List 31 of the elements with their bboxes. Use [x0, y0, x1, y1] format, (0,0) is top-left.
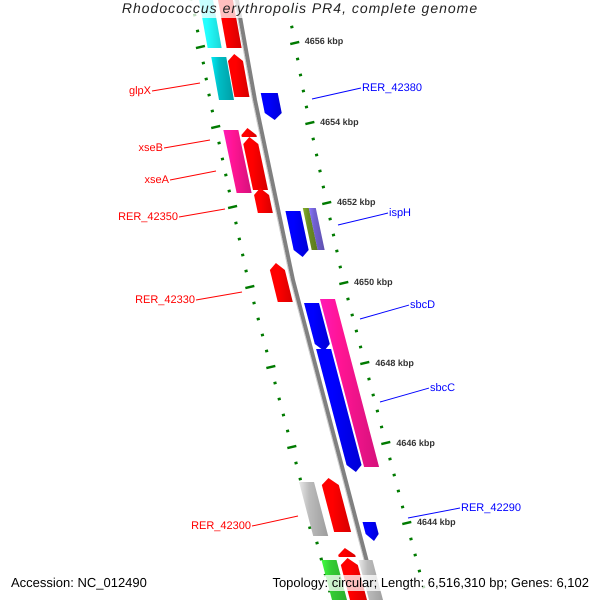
- gene-label: xseA: [144, 174, 169, 186]
- gene-label: RER_42290: [461, 502, 521, 514]
- gene-label: RER_42380: [362, 82, 422, 94]
- scale-label: 4644 kbp: [417, 518, 456, 528]
- leader-line: [196, 292, 242, 301]
- gene-label: glpX: [128, 85, 151, 98]
- gene-label: RER_42300: [191, 520, 251, 532]
- scale-label: 4654 kbp: [320, 118, 359, 128]
- leader-line: [312, 88, 362, 100]
- accession-note: Accession: NC_012490: [9, 575, 149, 592]
- gene-label: RER_42330: [135, 294, 195, 306]
- leader-line: [170, 170, 216, 181]
- leader-line: [178, 208, 226, 218]
- scale-label: 4652 kbp: [336, 198, 376, 208]
- scale-label: 4650 kbp: [354, 278, 393, 288]
- gene-label: xseB: [138, 142, 163, 154]
- scale-label: 4656 kbp: [304, 37, 344, 47]
- gene-label: ispH: [389, 207, 412, 220]
- leader-line: [338, 212, 388, 226]
- scale-label: 4648 kbp: [375, 359, 414, 369]
- genome-summary: Topology: circular; Length: 6,516,310 bp; Genes: 6,102: [270, 575, 591, 592]
- scale-label: 4646 kbp: [396, 439, 435, 449]
- gene-label: RER_42350: [118, 211, 178, 224]
- leader-line: [252, 516, 298, 527]
- leader-line: [360, 304, 410, 320]
- gene-label: sbcC: [430, 382, 456, 394]
- leader-line: [152, 82, 200, 92]
- leader-line: [408, 508, 460, 518]
- leader-line: [164, 140, 210, 149]
- leader-line: [380, 388, 430, 402]
- gene-label: sbcD: [410, 299, 436, 312]
